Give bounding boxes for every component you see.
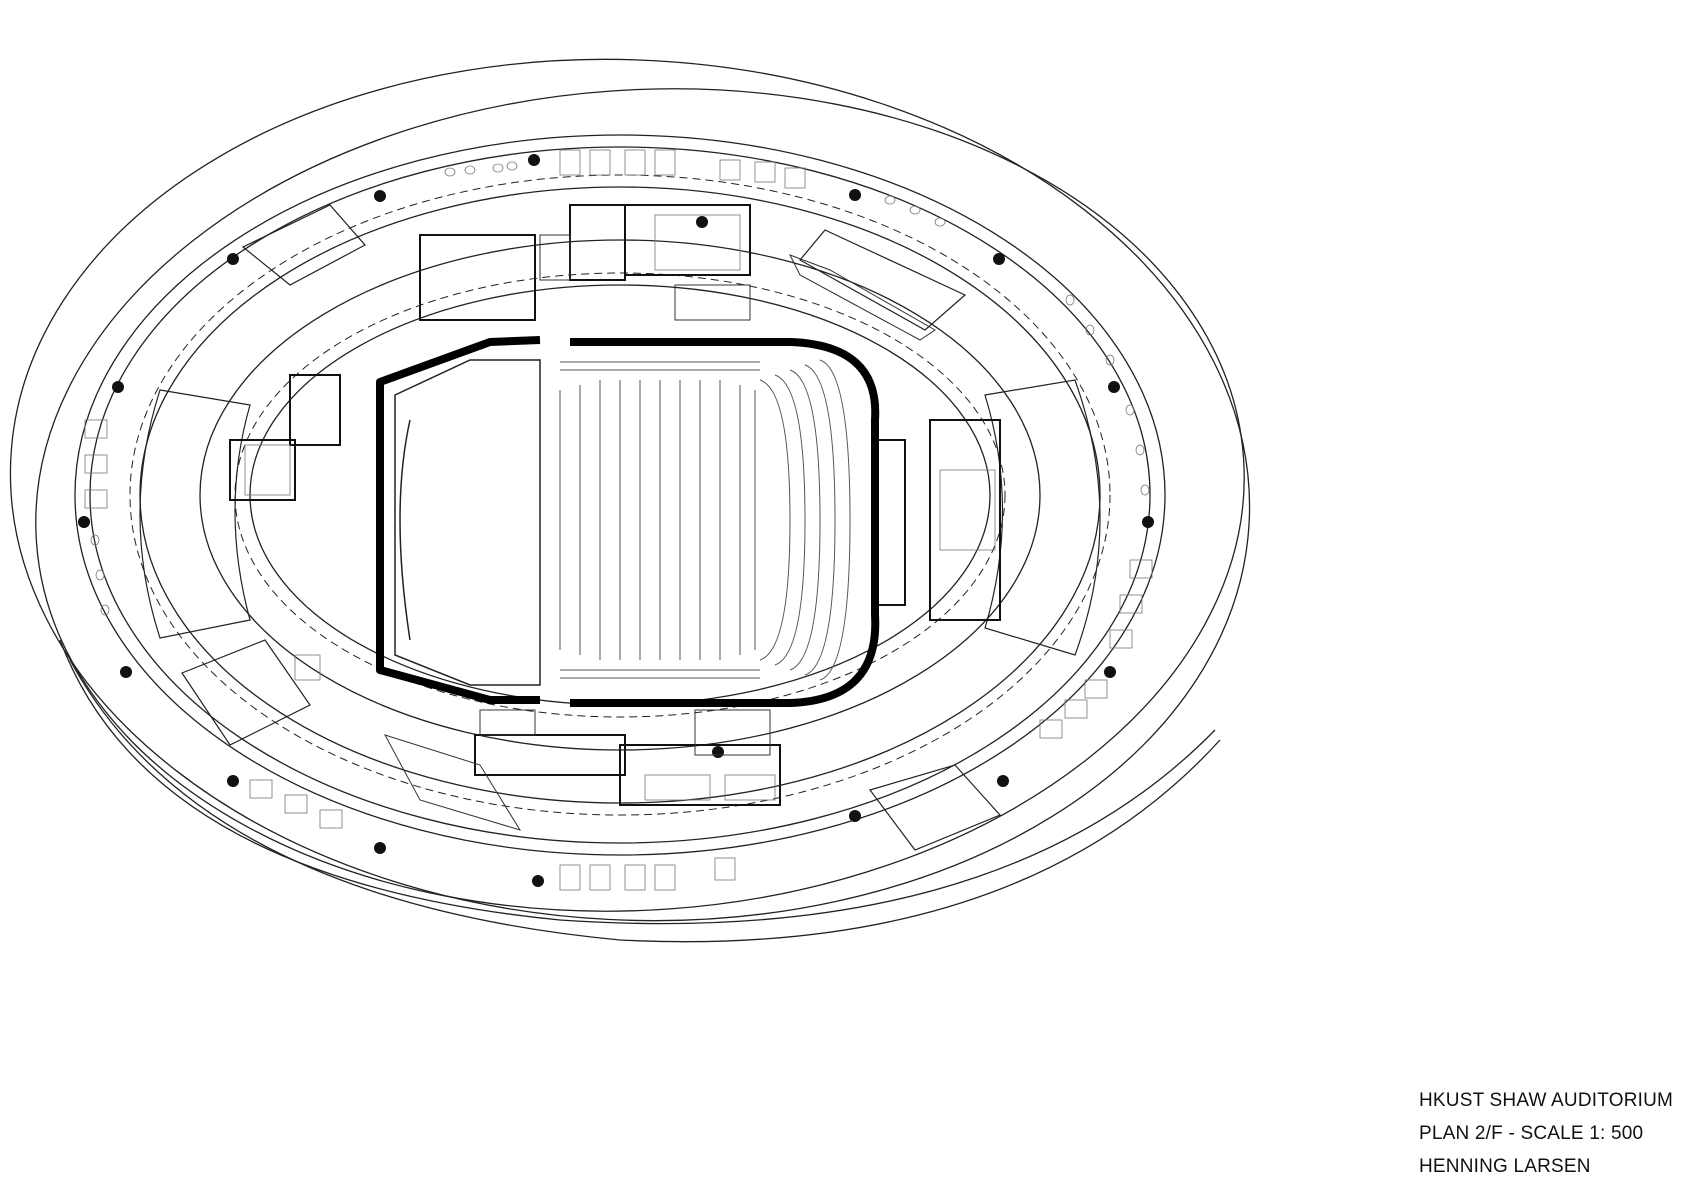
room-southwest (181, 639, 311, 746)
room-southeast (869, 764, 1002, 851)
sheet-title: PLAN 2/F - SCALE 1: 500 (1419, 1123, 1644, 1144)
corridor-dashed-ellipse (129, 174, 1111, 816)
lower-envelope-arc (59, 639, 1216, 925)
west-classroom (229, 439, 296, 501)
room-northeast (799, 229, 967, 331)
north-toilets (569, 204, 626, 281)
room-east (984, 379, 1101, 656)
room-west (139, 389, 251, 639)
auditorium-east-wall (570, 338, 880, 707)
east-classroom (929, 419, 1001, 621)
title-block: HKUST SHAW AUDITORIUM PLAN 2/F - SCALE 1… (1419, 1084, 1673, 1183)
auditorium-west-wall (376, 336, 541, 704)
furniture (84, 149, 1153, 891)
core-dashed-ellipse (234, 272, 1006, 718)
west-stair (289, 374, 341, 446)
south-toilets (474, 734, 626, 776)
stage-front-curve (399, 419, 411, 641)
lounge-pods (90, 161, 1150, 616)
structural-columns (78, 154, 1154, 887)
project-title: HKUST SHAW AUDITORIUM (1419, 1090, 1674, 1111)
outer-envelope-ellipse (9, 58, 1251, 922)
facade-inner-ellipse (89, 146, 1151, 844)
east-service (874, 439, 906, 606)
stage-outline (394, 359, 541, 686)
lower-envelope-arc-2 (69, 659, 1221, 943)
south-classroom (619, 744, 781, 806)
facade-ellipse (74, 134, 1166, 856)
outer-envelope-ellipse-2 (35, 88, 1245, 912)
north-lecture-room (419, 234, 536, 321)
stairs (383, 234, 936, 831)
architect-name: HENNING LARSEN (1419, 1156, 1591, 1177)
auditorium-seating (559, 359, 851, 681)
room-northwest (241, 204, 366, 286)
